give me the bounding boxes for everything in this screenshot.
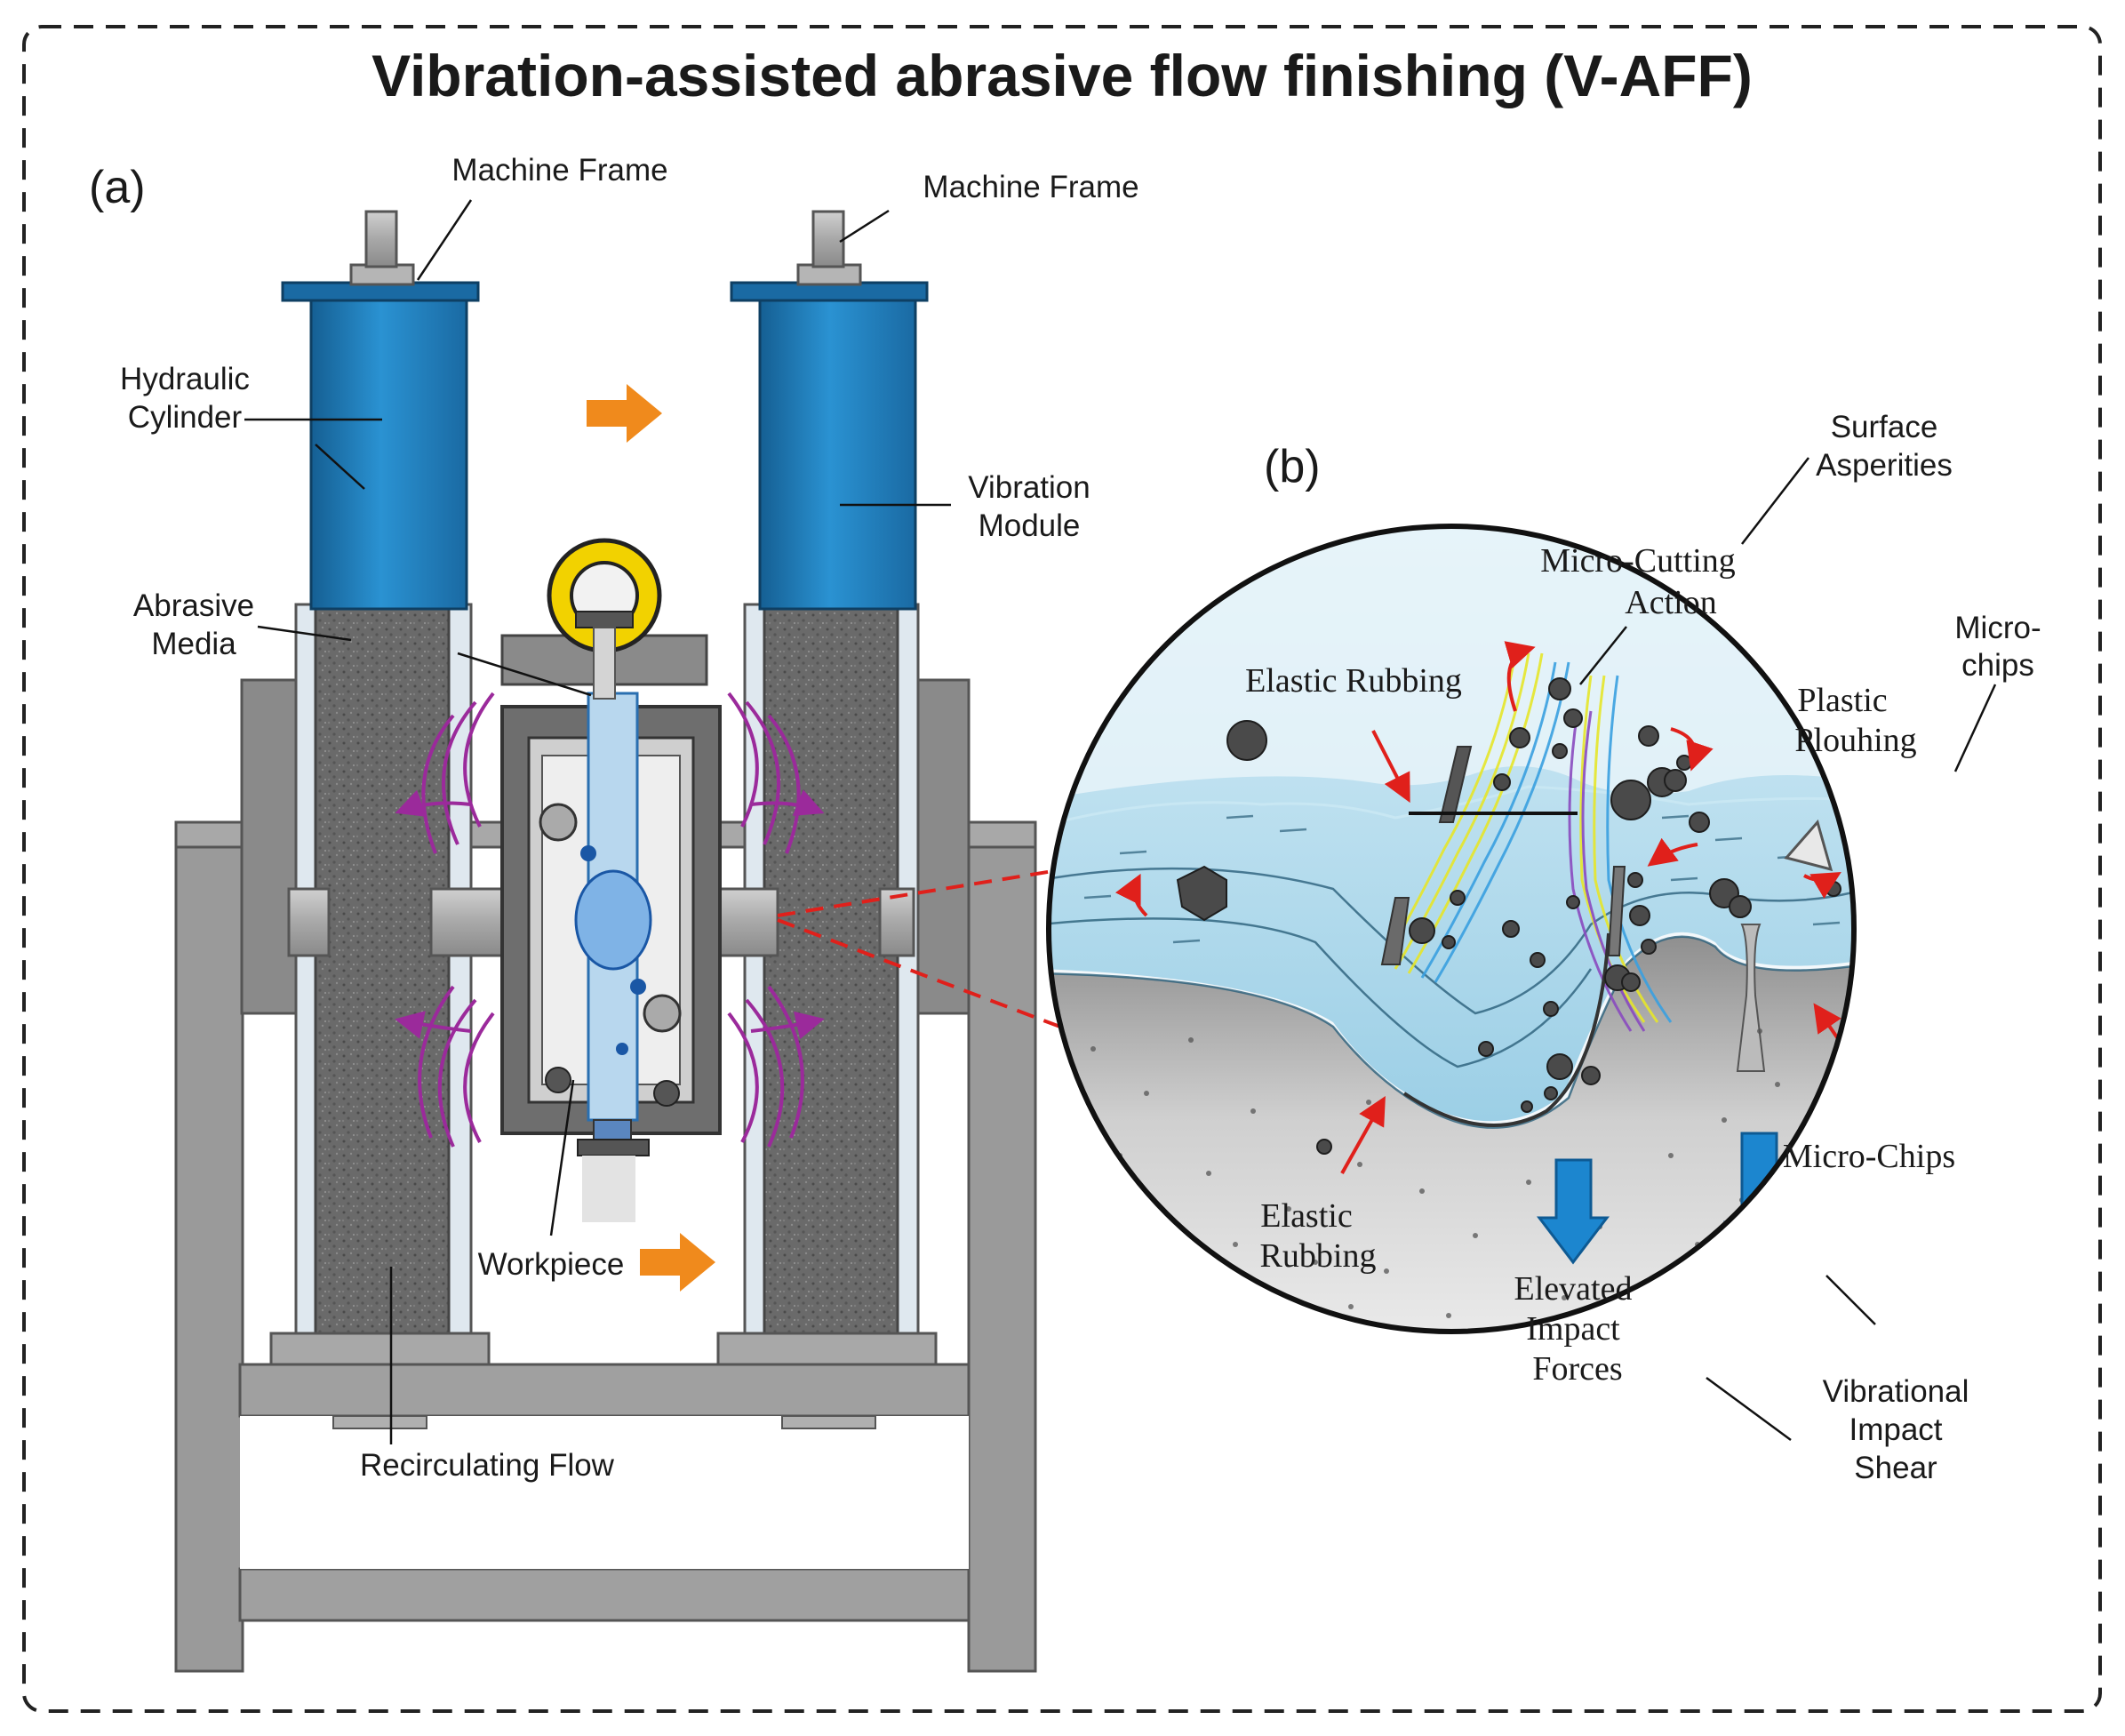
workpiece-fixture [500,538,722,1222]
abrasive-media-column-left [314,603,451,1340]
right-column [716,210,938,1366]
label-micro-cutting-1: Micro-Cutting [1540,542,1736,580]
label-machine-frame-right: Machine Frame [923,170,1138,204]
panel-a-machine: (a) [89,153,1139,1673]
label-surface-asperities-2: Asperities [1816,448,1953,483]
label-microchips-1: Micro- [1954,611,2041,645]
label-elastic-rubbing-lower-2: Rubbing [1260,1237,1377,1275]
label-abrasive-media-2: Media [151,627,236,661]
panel-b-leaders [1579,457,1997,1442]
label-vibrational-impact-2: Impact [1849,1412,1942,1447]
label-elevated-impact-3: Forces [1532,1350,1622,1388]
label-hydraulic-cylinder-2: Cylinder [128,400,243,435]
label-microchips-2: chips [1961,648,2034,683]
label-elastic-rubbing-lower-1: Elastic [1260,1197,1352,1235]
impact-arrow-left [1536,1158,1610,1265]
hydraulic-cylinder [309,296,468,611]
label-micro-chips-lower: Micro-Chips [1783,1138,1955,1175]
label-elevated-impact-1: Elevated [1514,1270,1633,1308]
panel-b-magnified-view: (b) [1046,410,2041,1485]
label-plastic-ploughing-1: Plastic [1797,682,1887,719]
label-hydraulic-cylinder-1: Hydraulic [120,362,250,396]
label-vibration-module-1: Vibration [968,470,1090,505]
label-surface-asperities-1: Surface [1831,410,1938,444]
label-recirculating-flow: Recirculating Flow [360,1448,615,1483]
flow-direction-arrow-top [587,384,662,443]
label-micro-cutting-2: Action [1625,584,1716,621]
label-machine-frame-left: Machine Frame [451,153,667,188]
label-vibrational-impact-1: Vibrational [1823,1374,1969,1409]
panel-a-label: (a) [89,162,146,213]
right-side-block [909,678,971,1015]
label-workpiece: Workpiece [478,1247,625,1282]
label-plastic-ploughing-2: Plouhing [1794,722,1916,759]
label-elevated-impact-2: Impact [1526,1310,1620,1348]
label-vibration-module-2: Module [979,508,1081,543]
figure-border [22,25,2102,1713]
magnified-circle-content [1049,526,1854,1332]
label-vibrational-impact-3: Shear [1854,1451,1937,1485]
magnified-circle-border [1046,524,1857,1334]
vibration-module-cylinder [758,296,917,611]
panel-a-leaders [244,199,951,1444]
panel-b-label: (b) [1264,441,1321,492]
figure-title: Vibration-assisted abrasive flow finishi… [371,43,1753,108]
left-column [269,210,491,1366]
flow-direction-arrow-bottom [640,1233,715,1292]
abrasive-particles [1176,677,1841,1155]
abrasive-media-column-right [763,603,899,1340]
left-side-block [240,678,301,1015]
surface-asperity [1736,924,1766,1072]
vibration-field-arcs [395,692,825,1148]
label-elastic-rubbing-top: Elastic Rubbing [1245,662,1462,700]
label-abrasive-media-1: Abrasive [133,588,254,623]
